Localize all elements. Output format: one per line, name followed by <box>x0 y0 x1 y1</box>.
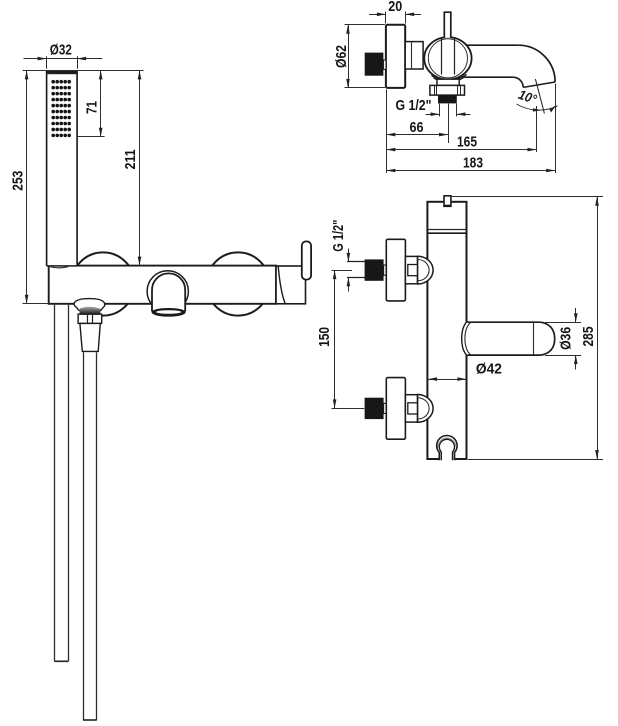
svg-text:165: 165 <box>457 134 477 151</box>
svg-text:20: 20 <box>388 0 402 15</box>
svg-text:211: 211 <box>122 149 139 169</box>
svg-text:Ø32: Ø32 <box>50 42 72 59</box>
svg-text:71: 71 <box>83 101 100 114</box>
svg-text:183: 183 <box>463 155 483 172</box>
svg-text:285: 285 <box>580 327 597 347</box>
svg-text:Ø42: Ø42 <box>476 361 502 378</box>
svg-text:Ø62: Ø62 <box>333 45 350 68</box>
svg-text:G 1/2": G 1/2" <box>396 97 432 114</box>
svg-text:G 1/2": G 1/2" <box>330 220 347 252</box>
svg-text:10°: 10° <box>516 87 539 107</box>
svg-text:253: 253 <box>10 171 27 191</box>
svg-text:Ø36: Ø36 <box>557 327 574 350</box>
svg-text:150: 150 <box>316 327 333 347</box>
svg-text:66: 66 <box>410 119 424 136</box>
